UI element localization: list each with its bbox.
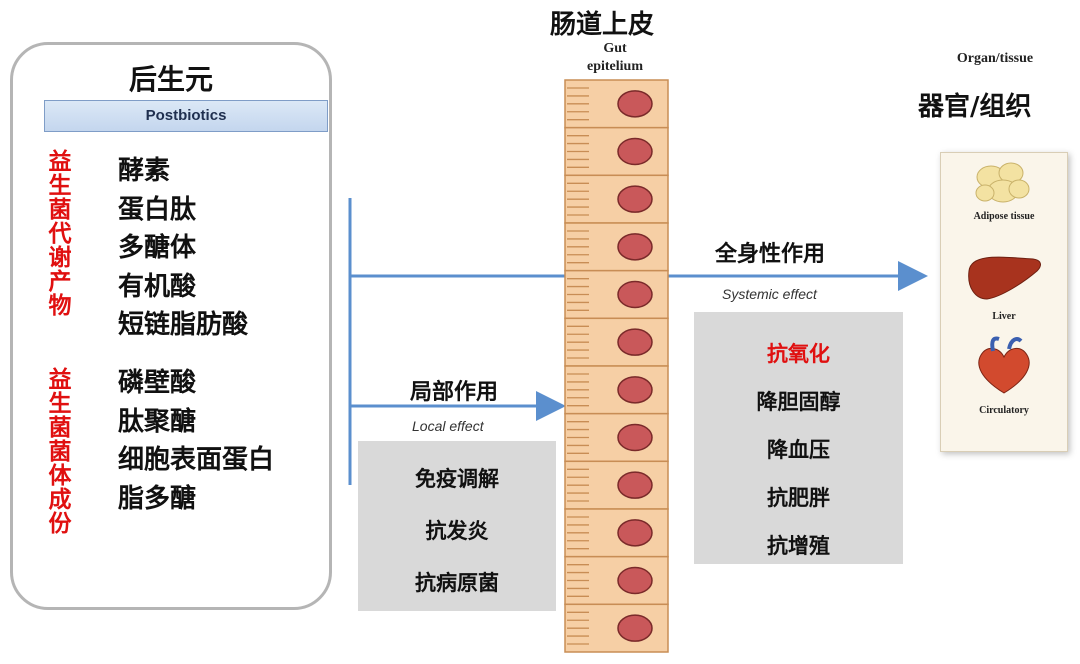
cell-components-list: 磷壁酸 肽聚醣 细胞表面蛋白 脂多醣 [118,364,274,518]
effect-item: 降血压 [767,438,830,462]
gut-epithelium [564,79,669,653]
cell-nucleus [617,376,653,404]
postbiotics-panel [10,42,332,610]
metabolites-list: 酵素 蛋白肽 多醣体 有机酸 短链脂肪酸 [118,152,248,345]
cell-nucleus [617,185,653,213]
list-item: 酵素 [118,156,171,186]
effect-item: 抗肥胖 [767,486,830,510]
systemic-effect-title: 全身性作用 [715,242,826,267]
list-item: 短链脂肪酸 [118,310,249,340]
postbiotics-title: 后生元 [128,63,213,96]
liver-icon [968,256,1041,300]
circulatory-label: Circulatory [979,405,1029,416]
postbiotics-label: Postbiotics [44,100,328,132]
list-item: 脂多醣 [118,483,197,514]
list-item: 多醣体 [118,233,197,263]
list-item: 蛋白肽 [118,194,197,225]
effect-item: 降胆固醇 [756,390,841,414]
cell-nucleus [617,328,653,356]
cell-nucleus [617,614,653,642]
cell-nucleus [617,423,653,452]
list-item: 磷壁酸 [118,368,197,398]
cell-nucleus [617,137,653,166]
local-effect-subtitle: Local effect [412,418,484,434]
systemic-effect-subtitle: Systemic effect [722,286,817,302]
list-item: 细胞表面蛋白 [118,445,275,475]
cell-components-label: 益生菌菌体成份 [48,367,72,537]
effect-item: 抗病原菌 [415,571,499,595]
heart-icon [978,336,1030,394]
organ-title-cn: 器官/组织 [918,92,1032,122]
adipose-icon [975,162,1030,203]
cell-nucleus [617,90,653,118]
effect-item: 抗发炎 [425,519,489,543]
organ-panel: Adipose tissue Liver Circulatory [940,152,1068,452]
list-item: 肽聚醣 [118,406,197,437]
cell-nucleus [617,233,653,261]
list-item: 有机酸 [118,271,197,302]
cell-nucleus [617,566,653,595]
gut-subtitle: Gut epitelium [587,41,643,74]
local-effect-title: 局部作用 [410,380,499,405]
cell-nucleus [617,471,653,499]
effect-item: 抗增殖 [767,534,830,558]
gut-title: 肠道上皮 [550,10,655,40]
adipose-label: Adipose tissue [973,211,1035,222]
organ-title-en: Organ/tissue [956,51,1034,66]
local-effect-box: 免疫调解 抗发炎 抗病原菌 [358,441,556,611]
cell-nucleus [617,280,653,309]
effect-item: 抗氧化 [767,342,830,366]
systemic-effect-box: 抗氧化 降胆固醇 降血压 抗肥胖 抗增殖 [694,312,903,564]
cell-nucleus [617,519,653,547]
metabolites-label: 益生菌代谢产物 [48,149,72,319]
liver-label: Liver [992,311,1016,322]
effect-item: 免疫调解 [415,467,499,491]
